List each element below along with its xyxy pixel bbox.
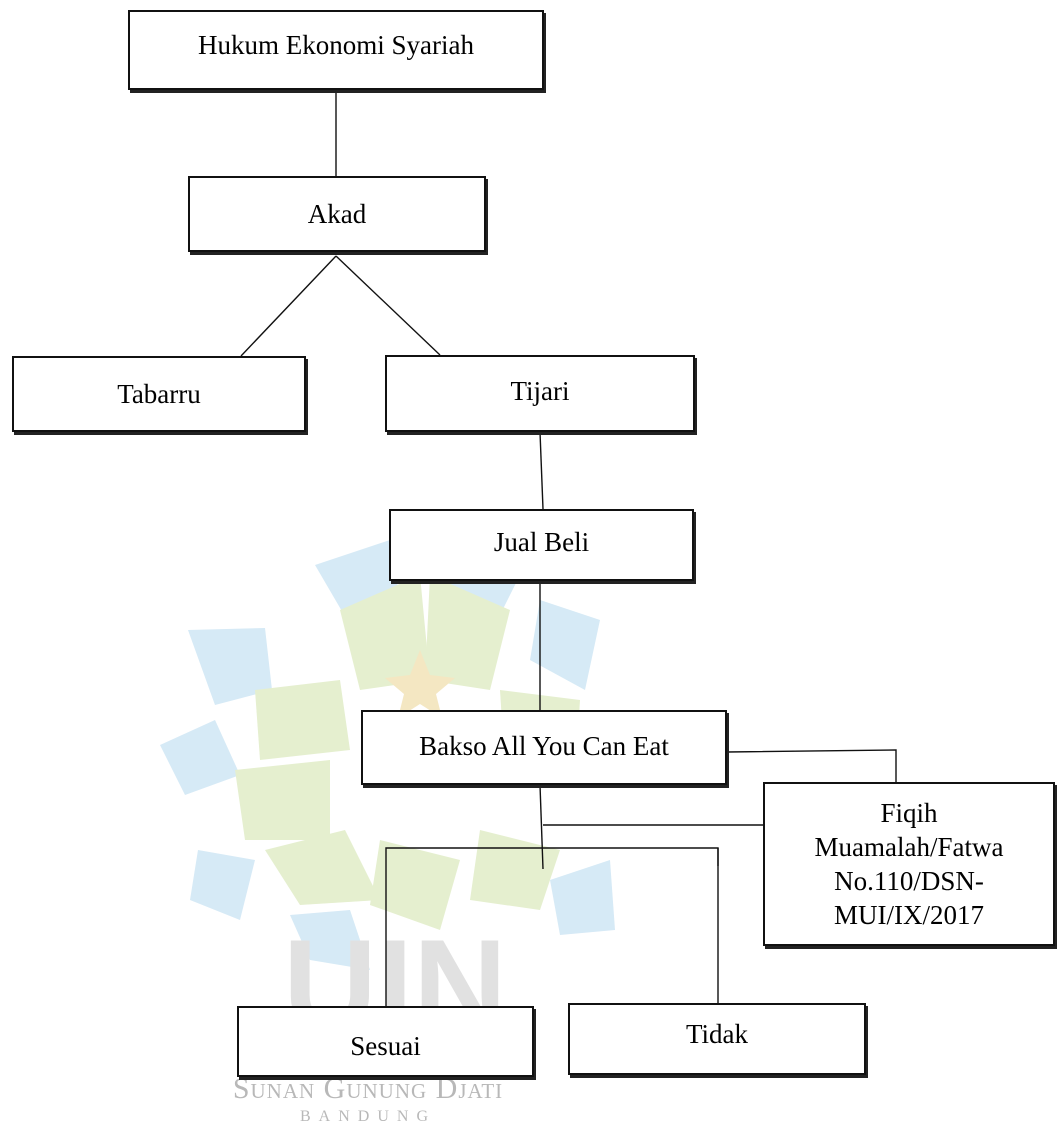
node-jual-beli: Jual Beli bbox=[389, 509, 694, 581]
watermark-petal bbox=[470, 830, 560, 910]
edge-bakso-down bbox=[539, 784, 544, 870]
node-label: Tabarru bbox=[117, 379, 201, 409]
watermark-petal bbox=[235, 760, 330, 840]
edge-bakso-fiqih-top bbox=[726, 749, 897, 782]
watermark-petal bbox=[370, 840, 460, 930]
edge-tijari-jual-beli bbox=[539, 431, 544, 510]
watermark-city: BANDUNG bbox=[300, 1108, 436, 1125]
node-label-line: No.110/DSN- bbox=[834, 866, 984, 896]
node-tabarru: Tabarru bbox=[12, 356, 306, 432]
node-akad: Akad bbox=[188, 176, 486, 252]
node-label: Tidak bbox=[685, 1019, 749, 1049]
watermark-petal bbox=[530, 600, 600, 690]
node-label: Jual Beli bbox=[493, 527, 590, 557]
node-hukum-ekonomi-syariah: Hukum Ekonomi Syariah bbox=[128, 10, 544, 90]
node-tidak: Tidak bbox=[568, 1003, 866, 1075]
node-label: Bakso All You Can Eat bbox=[419, 731, 669, 761]
node-bakso-all-you-can-eat: Bakso All You Can Eat bbox=[361, 710, 727, 785]
edge-bakso-sesuai bbox=[385, 847, 719, 1006]
node-sesuai: Sesuai bbox=[237, 1006, 534, 1077]
watermark-institution-name: Sunan Gunung Djati bbox=[232, 1072, 504, 1105]
node-label-line: Fiqih bbox=[880, 798, 938, 828]
watermark-petal bbox=[550, 860, 615, 935]
node-label: Sesuai bbox=[350, 1031, 421, 1061]
watermark-petal bbox=[160, 720, 240, 795]
edge-akad-tijari bbox=[335, 255, 441, 356]
node-label: Akad bbox=[307, 199, 367, 229]
watermark-petal bbox=[190, 850, 255, 920]
node-label: Tijari bbox=[510, 376, 570, 406]
node-label-line: Muamalah/Fatwa bbox=[814, 832, 1004, 862]
node-label: Hukum Ekonomi Syariah bbox=[198, 30, 474, 60]
node-tijari: Tijari bbox=[385, 355, 695, 432]
node-fiqih-muamalah-fatwa: Fiqih Muamalah/Fatwa No.110/DSN- MUI/IX/… bbox=[763, 782, 1055, 946]
watermark-petal bbox=[425, 575, 510, 690]
watermark-star bbox=[385, 650, 455, 718]
watermark-petal bbox=[265, 830, 380, 905]
edge-akad-tabarru bbox=[240, 255, 337, 357]
watermark-petal bbox=[340, 575, 430, 690]
watermark-petal bbox=[188, 628, 272, 705]
node-label-line: MUI/IX/2017 bbox=[834, 900, 984, 930]
watermark-petal bbox=[255, 680, 350, 760]
watermark-petal bbox=[290, 910, 370, 970]
